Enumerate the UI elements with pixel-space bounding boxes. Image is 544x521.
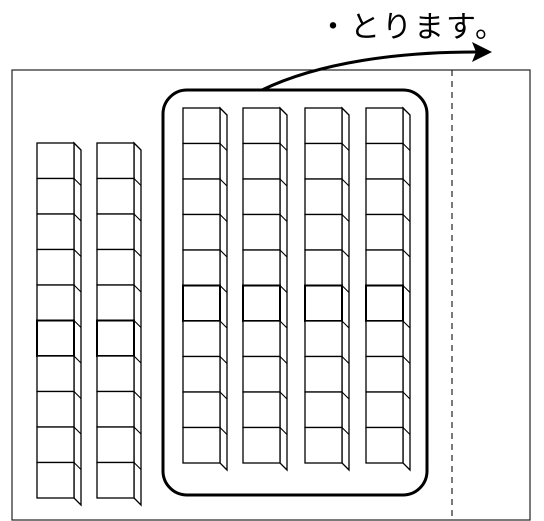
unit-cube [305, 215, 342, 251]
unit-cube [243, 357, 280, 393]
unit-cube [243, 392, 280, 428]
unit-cube [37, 214, 74, 250]
unit-cube [305, 250, 342, 286]
ten-stick [243, 108, 287, 470]
unit-cube [37, 321, 74, 357]
unit-cube [97, 356, 134, 392]
unit-cube [305, 357, 342, 393]
unit-cube [37, 427, 74, 463]
unit-cube [243, 179, 280, 215]
unit-cube [183, 357, 220, 393]
arrow-curve [262, 52, 476, 90]
unit-cube [97, 427, 134, 463]
unit-cube [183, 179, 220, 215]
unit-cube [97, 285, 134, 321]
unit-cube [243, 250, 280, 286]
unit-cube [37, 392, 74, 428]
unit-cube [243, 321, 280, 357]
unit-cube [97, 321, 134, 357]
ten-stick [366, 108, 410, 470]
unit-cube [305, 428, 342, 464]
unit-cube [366, 321, 403, 357]
unit-cube [366, 286, 403, 322]
unit-cube [37, 285, 74, 321]
unit-cube [183, 108, 220, 144]
unit-cube [243, 286, 280, 322]
unit-cube [97, 179, 134, 215]
unit-cube [243, 428, 280, 464]
unit-cube [37, 179, 74, 215]
unit-cube [305, 392, 342, 428]
unit-cube [305, 108, 342, 144]
unit-cube [97, 250, 134, 286]
unit-cube [183, 215, 220, 251]
unit-cube [305, 321, 342, 357]
unit-cube [183, 250, 220, 286]
unit-cube [37, 463, 74, 499]
unit-cube [366, 428, 403, 464]
unit-cube [97, 214, 134, 250]
unit-cube [305, 286, 342, 322]
unit-cube [97, 392, 134, 428]
unit-cube [183, 286, 220, 322]
unit-cube [366, 108, 403, 144]
unit-cube [183, 321, 220, 357]
unit-cube [366, 250, 403, 286]
unit-cube [37, 356, 74, 392]
ten-stick [183, 108, 227, 470]
unit-cube [183, 144, 220, 180]
ten-stick [37, 143, 81, 505]
unit-cube [37, 250, 74, 286]
ten-stick [97, 143, 141, 505]
unit-cube [97, 463, 134, 499]
unit-cube [305, 179, 342, 215]
unit-cube [243, 144, 280, 180]
unit-cube [243, 108, 280, 144]
unit-cube [183, 428, 220, 464]
unit-cube [366, 392, 403, 428]
unit-cube [183, 392, 220, 428]
unit-cube [366, 215, 403, 251]
unit-cube [97, 143, 134, 179]
unit-cube [305, 144, 342, 180]
unit-cube [366, 144, 403, 180]
unit-cube [37, 143, 74, 179]
ten-stick [305, 108, 349, 470]
unit-cube [366, 357, 403, 393]
unit-cube [366, 179, 403, 215]
unit-cube [243, 215, 280, 251]
